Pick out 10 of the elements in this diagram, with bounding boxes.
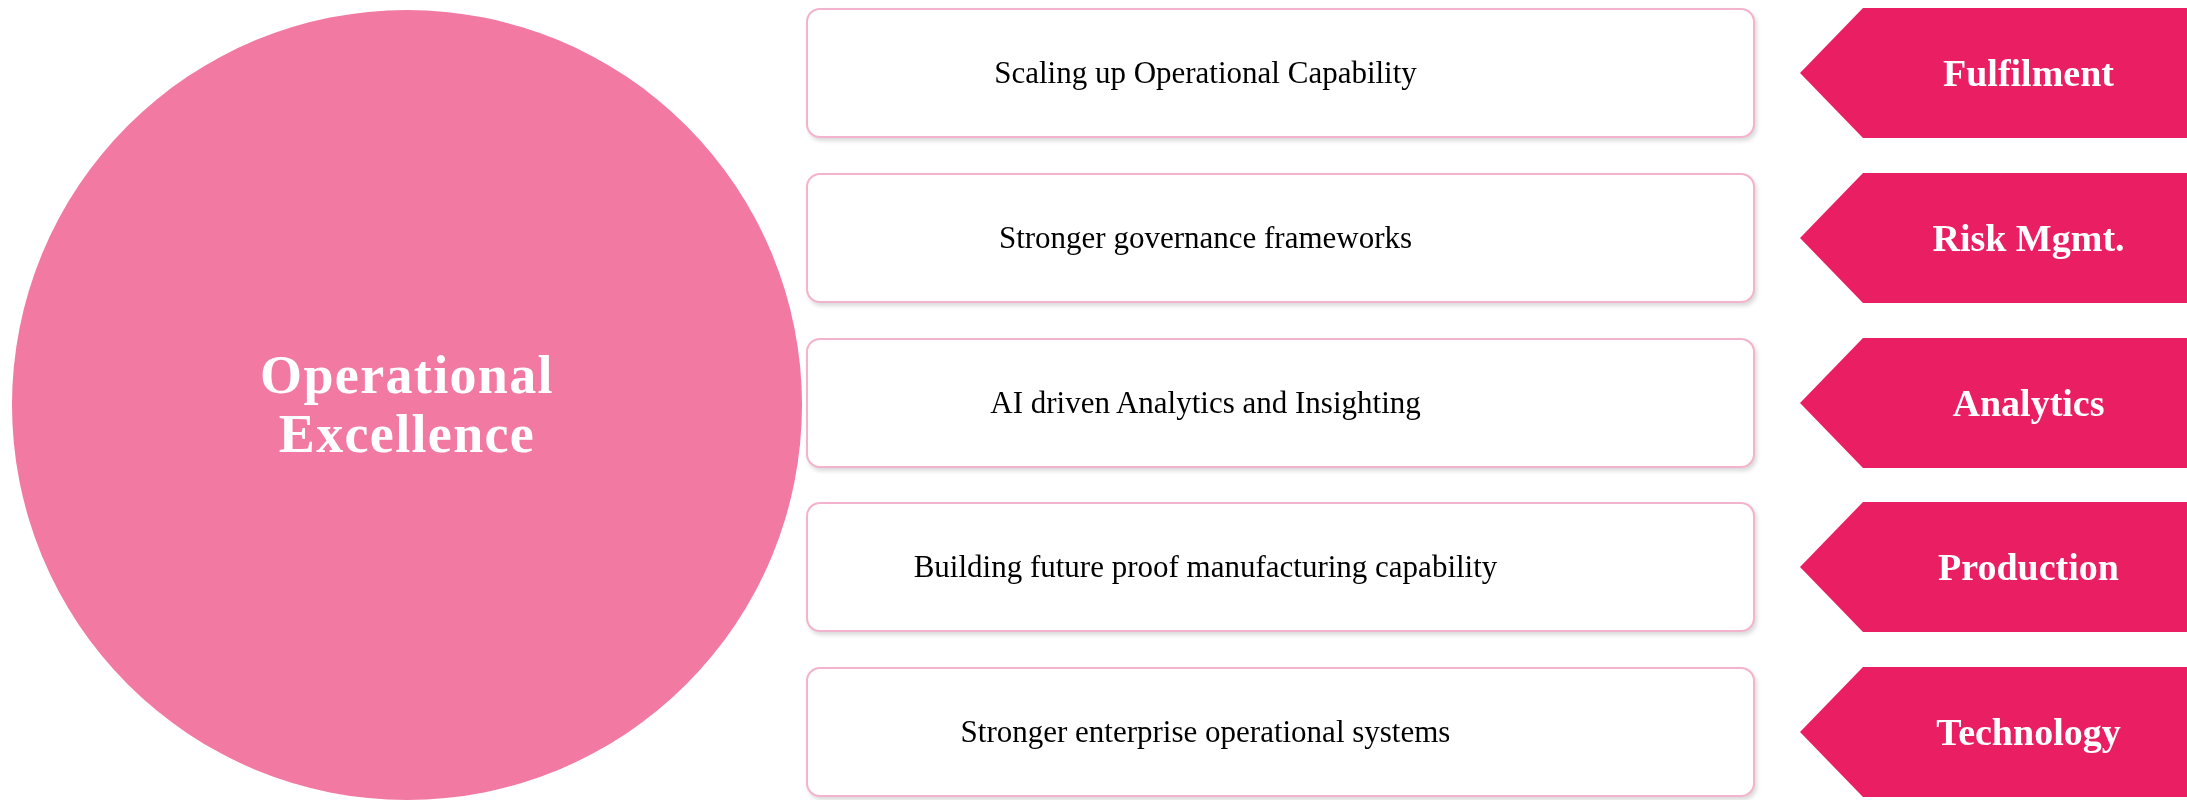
- category-tag: Risk Mgmt.: [1800, 173, 2187, 303]
- initiative-box: Scaling up Operational Capability: [806, 8, 1755, 138]
- initiative-box: AI driven Analytics and Insighting: [806, 338, 1755, 468]
- category-tag: Production: [1800, 502, 2187, 632]
- initiative-box: Stronger enterprise operational systems: [806, 667, 1755, 797]
- category-tag: Fulfilment: [1800, 8, 2187, 138]
- initiative-box: Stronger governance frameworks: [806, 173, 1755, 303]
- category-tag: Technology: [1800, 667, 2187, 797]
- category-tag: Analytics: [1800, 338, 2187, 468]
- initiative-box: Building future proof manufacturing capability: [806, 502, 1755, 632]
